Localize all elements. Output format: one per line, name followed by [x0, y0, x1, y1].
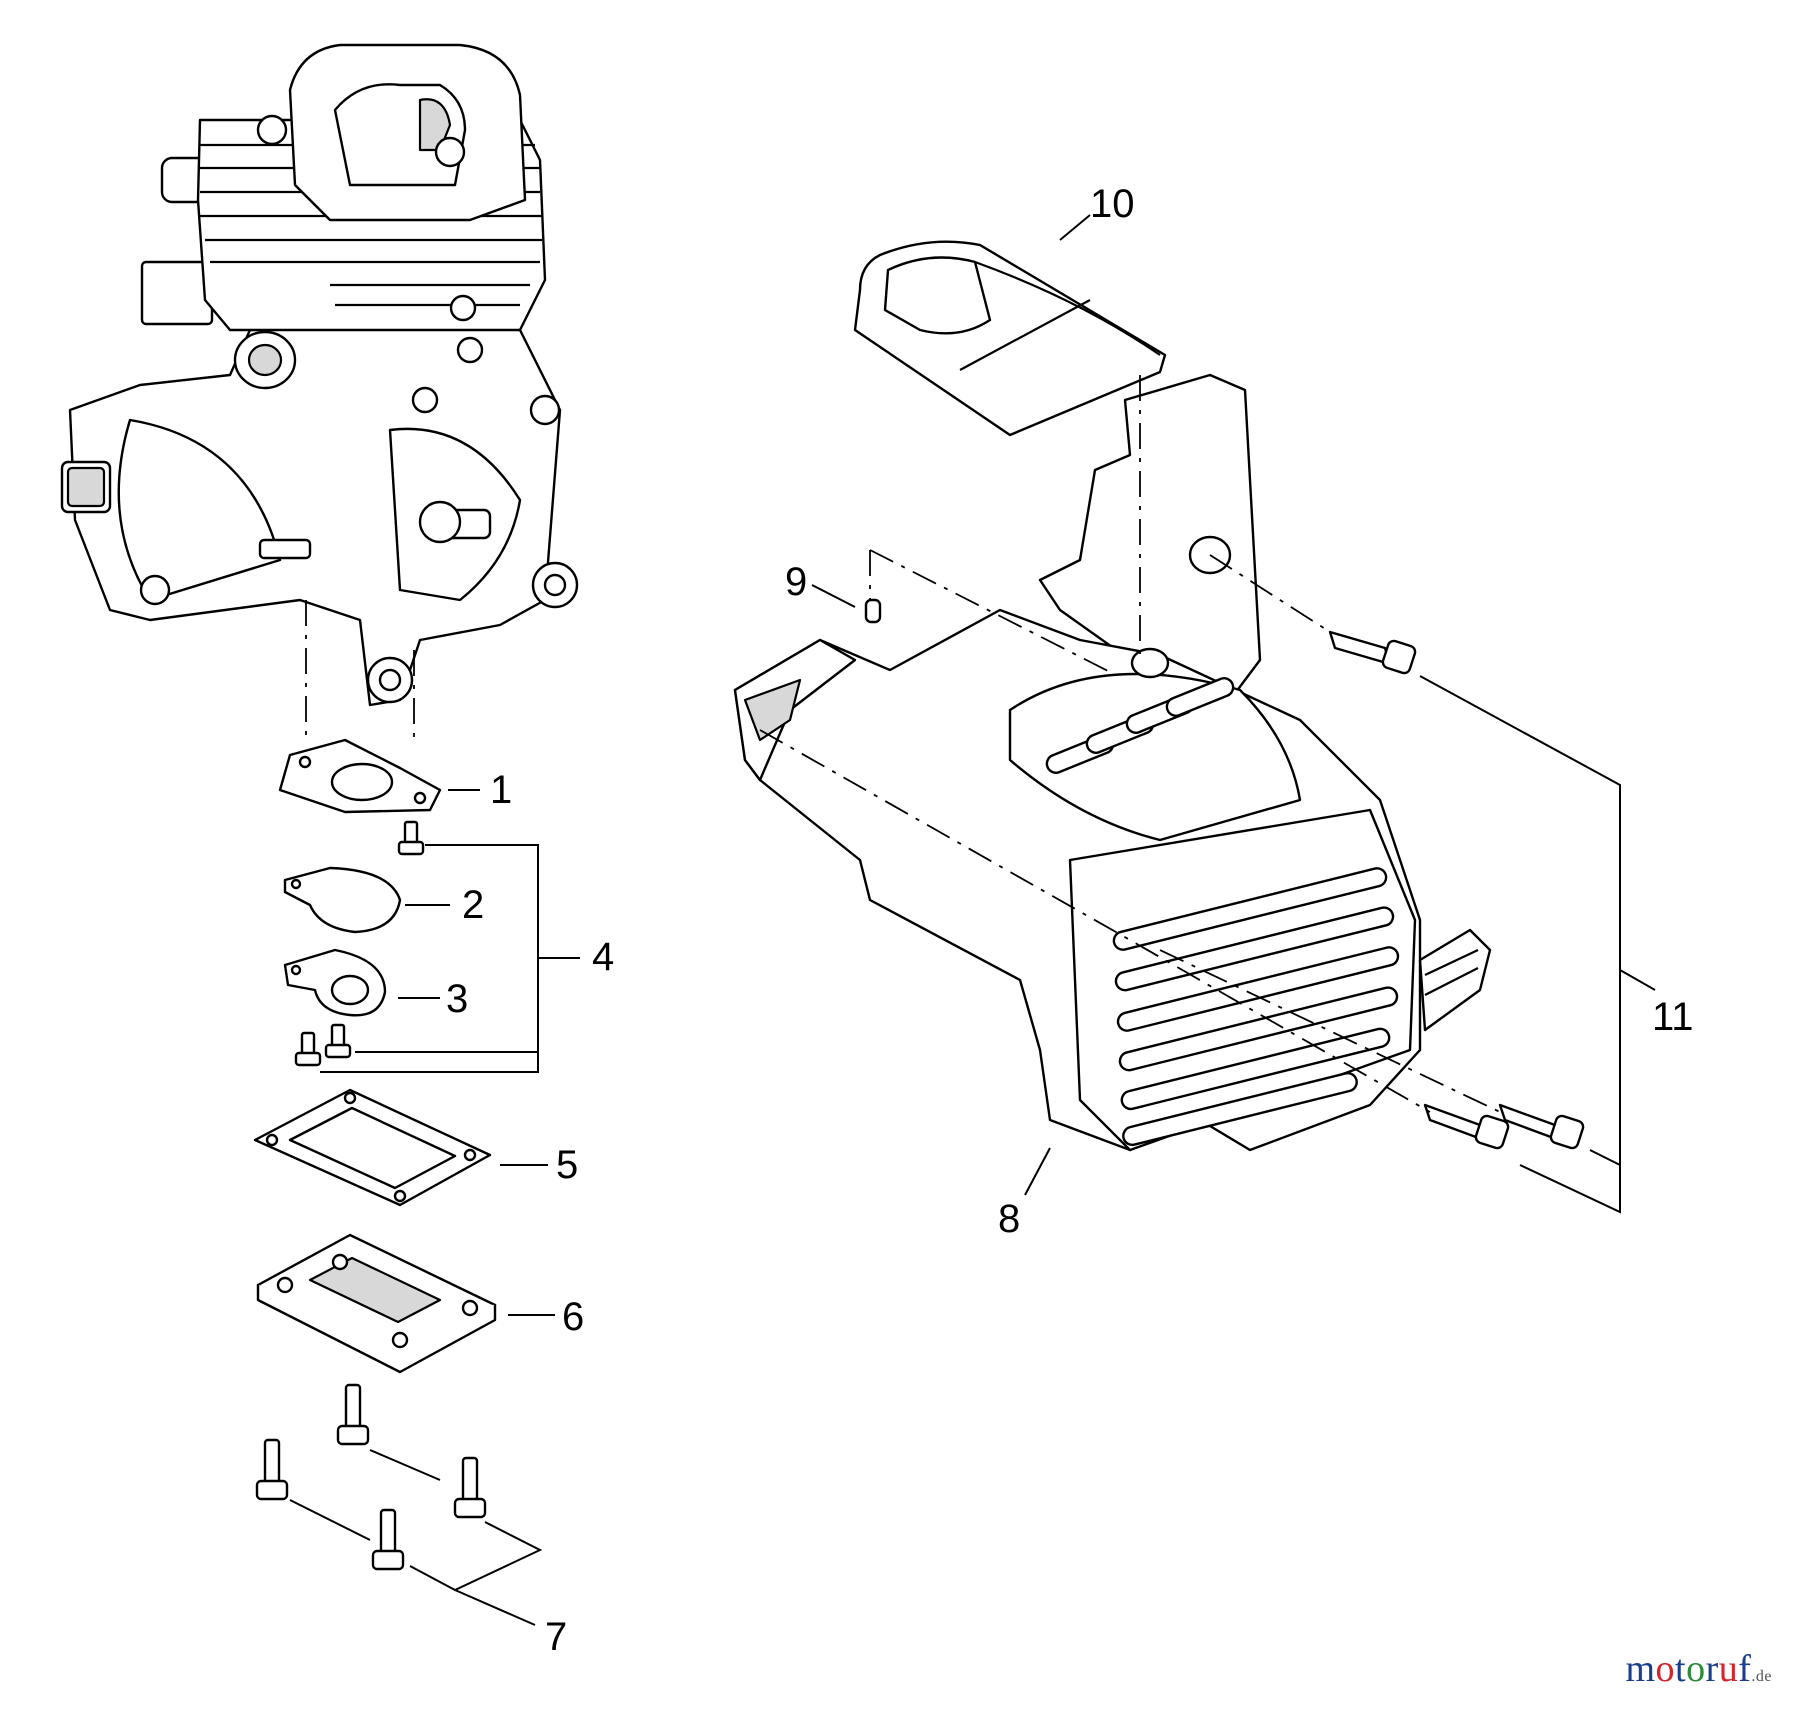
callout-6: 6 — [562, 1295, 584, 1339]
wm-letter: o — [1686, 1648, 1706, 1690]
watermark-logo: motoruf.de — [1625, 1647, 1772, 1691]
callout-1: 1 — [490, 768, 512, 812]
part-7-screws — [255, 1383, 487, 1571]
wm-suffix: .de — [1751, 1668, 1772, 1685]
part-1-gasket — [278, 738, 442, 814]
bracket-11 — [1419, 675, 1656, 1214]
callout-3: 3 — [446, 977, 468, 1021]
part-5-gasket — [253, 1088, 492, 1207]
engine-assembly — [60, 43, 579, 707]
part-3-plate — [283, 948, 387, 1017]
assembly-line-pin — [869, 549, 1111, 673]
callout-9: 9 — [785, 560, 807, 604]
assembly-line-bolt-top — [1209, 554, 1331, 633]
part-2-plate — [283, 866, 402, 934]
part-11-bolts — [1328, 630, 1585, 1150]
part-6-insulator — [256, 1233, 497, 1374]
callout-11: 11 — [1652, 995, 1694, 1039]
part-8-housing — [733, 373, 1492, 1152]
wm-letter: t — [1675, 1648, 1687, 1690]
callout-7: 7 — [545, 1615, 567, 1659]
bracket-7 — [289, 1449, 543, 1626]
wm-letter: u — [1718, 1648, 1739, 1690]
assembly-line-bolt-lower — [1159, 949, 1501, 1113]
leader-8 — [1024, 1147, 1051, 1196]
callout-2: 2 — [462, 883, 484, 927]
callout-8: 8 — [998, 1197, 1020, 1241]
wm-letter: f — [1738, 1648, 1752, 1690]
wm-letter: o — [1655, 1648, 1676, 1690]
screw-top — [397, 820, 425, 856]
leader-10 — [1059, 214, 1091, 241]
leader-9 — [811, 584, 856, 608]
bracket-4 — [320, 844, 580, 1073]
wm-letter: r — [1705, 1648, 1719, 1690]
callout-4: 4 — [592, 935, 614, 979]
callout-5: 5 — [556, 1143, 578, 1187]
part-9-pin — [864, 598, 882, 624]
wm-letter: m — [1625, 1648, 1656, 1690]
part-10-cover — [853, 240, 1167, 437]
callout-10: 10 — [1090, 182, 1135, 226]
screws-pair — [294, 1023, 352, 1067]
